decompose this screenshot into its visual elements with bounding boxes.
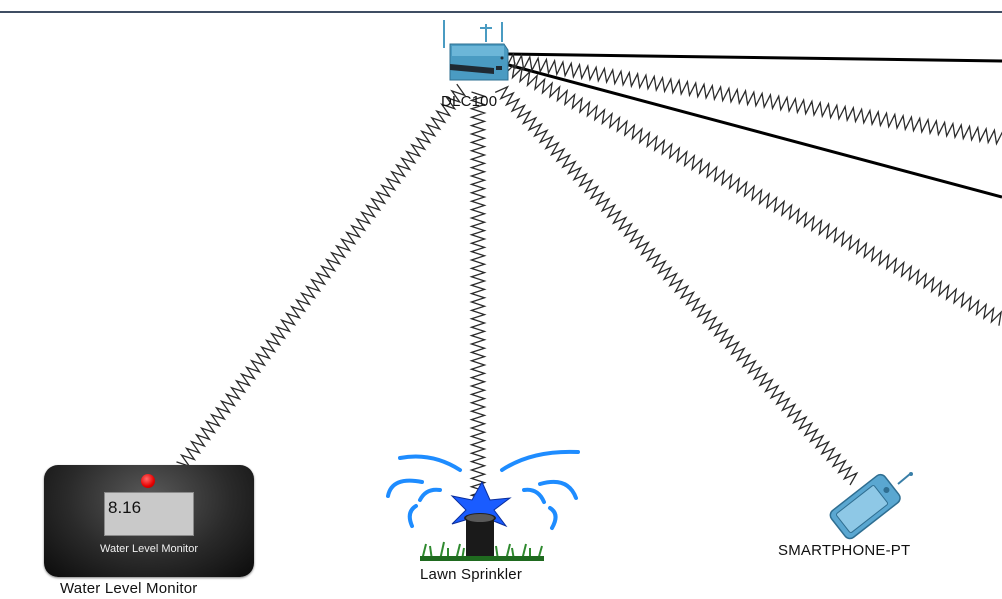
wireless-link-smartphone[interactable] xyxy=(494,85,859,486)
monitor-display xyxy=(104,492,194,536)
status-led-icon xyxy=(141,474,155,488)
smartphone-label: SMARTPHONE-PT xyxy=(778,542,911,559)
canvas-top-border xyxy=(0,11,1002,13)
wireless-link-water-level-monitor[interactable] xyxy=(176,83,467,468)
water-level-monitor-label: Water Level Monitor xyxy=(60,580,198,597)
lawn-sprinkler-device[interactable] xyxy=(382,448,582,566)
dlc100-device[interactable] xyxy=(440,18,512,90)
lawn-sprinkler-label: Lawn Sprinkler xyxy=(420,566,523,583)
smartphone-device[interactable] xyxy=(810,470,920,540)
wireless-link-lawn-sprinkler[interactable] xyxy=(469,91,487,505)
smartphone-icon xyxy=(829,472,913,540)
home-gateway-icon xyxy=(443,20,509,81)
water-level-reading: 8.16 xyxy=(108,498,142,517)
wireless-link-offscreen-2[interactable] xyxy=(504,62,1002,326)
wired-link-1[interactable] xyxy=(504,52,1002,63)
water-level-monitor-device[interactable]: 8.16 Water Level Monitor xyxy=(44,465,254,577)
dlc100-label: DLC100 xyxy=(441,93,498,110)
wired-link-2[interactable] xyxy=(504,62,1002,199)
wireless-link-offscreen-1[interactable] xyxy=(506,52,1002,146)
monitor-panel-label: Water Level Monitor xyxy=(99,543,199,555)
lawn-sprinkler-icon xyxy=(386,449,580,561)
